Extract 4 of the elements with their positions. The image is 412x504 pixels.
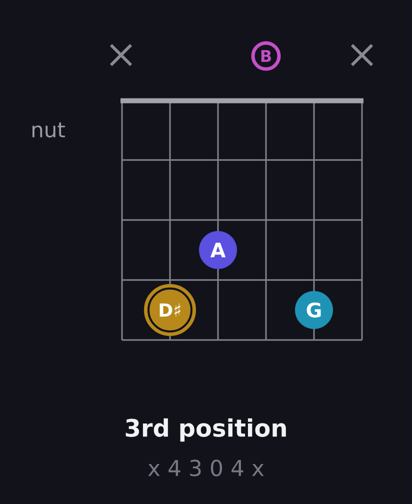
title: 3rd position — [126, 418, 286, 442]
nut-label: nut — [32, 122, 65, 138]
caption: x 4 3 0 4 x — [148, 460, 264, 476]
note-ring: B — [251, 41, 281, 71]
